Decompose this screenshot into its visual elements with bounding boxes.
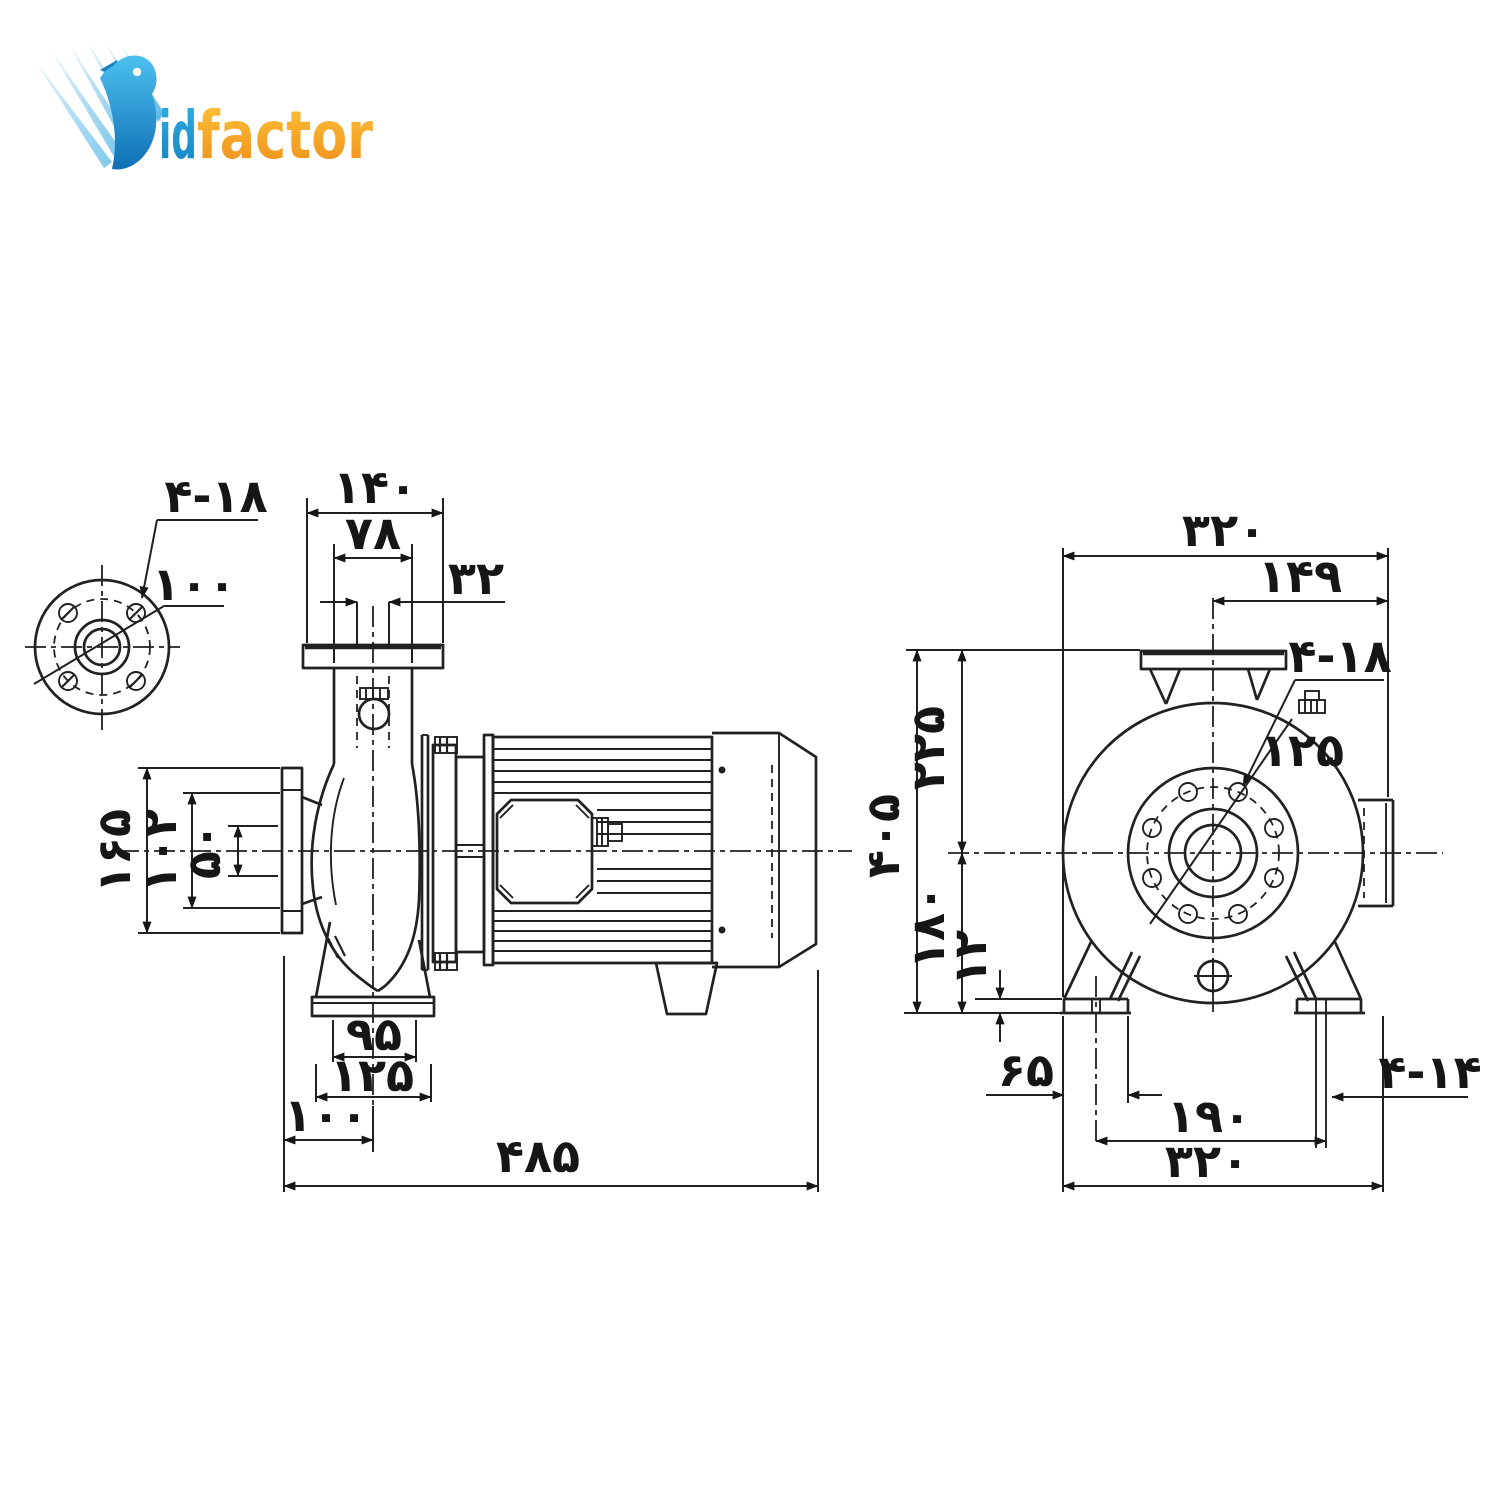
dim-78: ۷۸ xyxy=(345,506,401,560)
casing-cover-bracket xyxy=(420,734,486,971)
dim-405: ۴۰۵ xyxy=(856,794,910,878)
side-view-dimensions: ۱۴۰ ۷۸ ۳۲ ۱۶۵ ۱۰۲ ۵۰ ۹۵ ۱۲۵ xyxy=(87,460,819,1192)
dim-foot-slots-4-14: ۴-۱۴ xyxy=(1378,1045,1481,1099)
dim-225: ۲۲۵ xyxy=(901,706,955,790)
dim-190: ۱۹۰ xyxy=(1167,1089,1251,1143)
dim-flange-holes: ۴-۱۸ xyxy=(164,469,267,523)
front-vent-boss xyxy=(1298,690,1326,714)
cable-gland xyxy=(591,817,623,847)
flange-bolt-holes xyxy=(58,603,146,691)
dim-32: ۳۲ xyxy=(448,551,504,605)
dim-front-320-top: ۳۲۰ xyxy=(1182,503,1266,557)
motor-foot xyxy=(654,961,719,1016)
volute-casing xyxy=(310,763,422,993)
front-suction-flange xyxy=(1126,766,1300,940)
front-discharge-flange xyxy=(1139,649,1288,705)
bird-eye xyxy=(132,67,142,77)
suction-flange xyxy=(280,766,323,935)
dim-180: ۱۸۰ xyxy=(901,885,955,969)
logo-text-id: id xyxy=(159,97,197,174)
side-view xyxy=(118,606,852,1148)
front-right-foot xyxy=(1284,941,1365,1148)
dim-140: ۱۴۰ xyxy=(333,460,417,514)
flange-outer-circle xyxy=(33,578,171,716)
dim-125: ۱۲۵ xyxy=(330,1048,414,1102)
flange-detail-view: ۴-۱۸ ۱۰۰ xyxy=(25,469,268,730)
dim-12: ۱۲ xyxy=(943,930,997,986)
motor-body xyxy=(491,735,714,965)
logo-bird-icon xyxy=(36,43,164,170)
dim-front-320-bottom: ۳۲۰ xyxy=(1165,1134,1249,1188)
dim-95: ۹۵ xyxy=(346,1007,402,1061)
front-view-dimensions: ۳۲۰ ۱۴۹ ۴-۱۸ ۱۲۵ ۴۰۵ ۲۲۵ ۱۸۰ ۱۲ ۶۵ ۱۹۰ ۳… xyxy=(856,503,1482,1192)
flange-holes-leader xyxy=(139,519,258,599)
vent-plug xyxy=(357,687,391,731)
logo: id factor xyxy=(36,43,373,174)
dim-100: ۱۰۰ xyxy=(284,1088,368,1142)
motor xyxy=(482,731,818,1016)
flange-bolt-circle xyxy=(53,598,151,696)
flange-bcd-leader xyxy=(33,605,224,685)
fan-cover xyxy=(712,731,818,969)
dim-165: ۱۶۵ xyxy=(87,809,141,893)
bearing-housing-edge xyxy=(1358,798,1395,908)
dim-flange-bcd: ۱۰۰ xyxy=(152,557,236,611)
dim-50: ۵۰ xyxy=(177,823,231,879)
dim-485: ۴۸۵ xyxy=(496,1129,580,1183)
terminal-box xyxy=(495,798,594,905)
logo-text-factor: factor xyxy=(197,97,373,174)
dim-149: ۱۴۹ xyxy=(1258,549,1342,603)
dim-front-flange-holes: ۴-۱۸ xyxy=(1288,629,1391,683)
dim-front-bcd-125: ۱۲۵ xyxy=(1260,723,1344,777)
drain-plug xyxy=(1194,958,1232,994)
dim-65: ۶۵ xyxy=(998,1043,1054,1097)
dim-102: ۱۰۲ xyxy=(133,809,187,893)
motor-fins xyxy=(493,748,712,952)
front-view xyxy=(948,598,1443,1148)
